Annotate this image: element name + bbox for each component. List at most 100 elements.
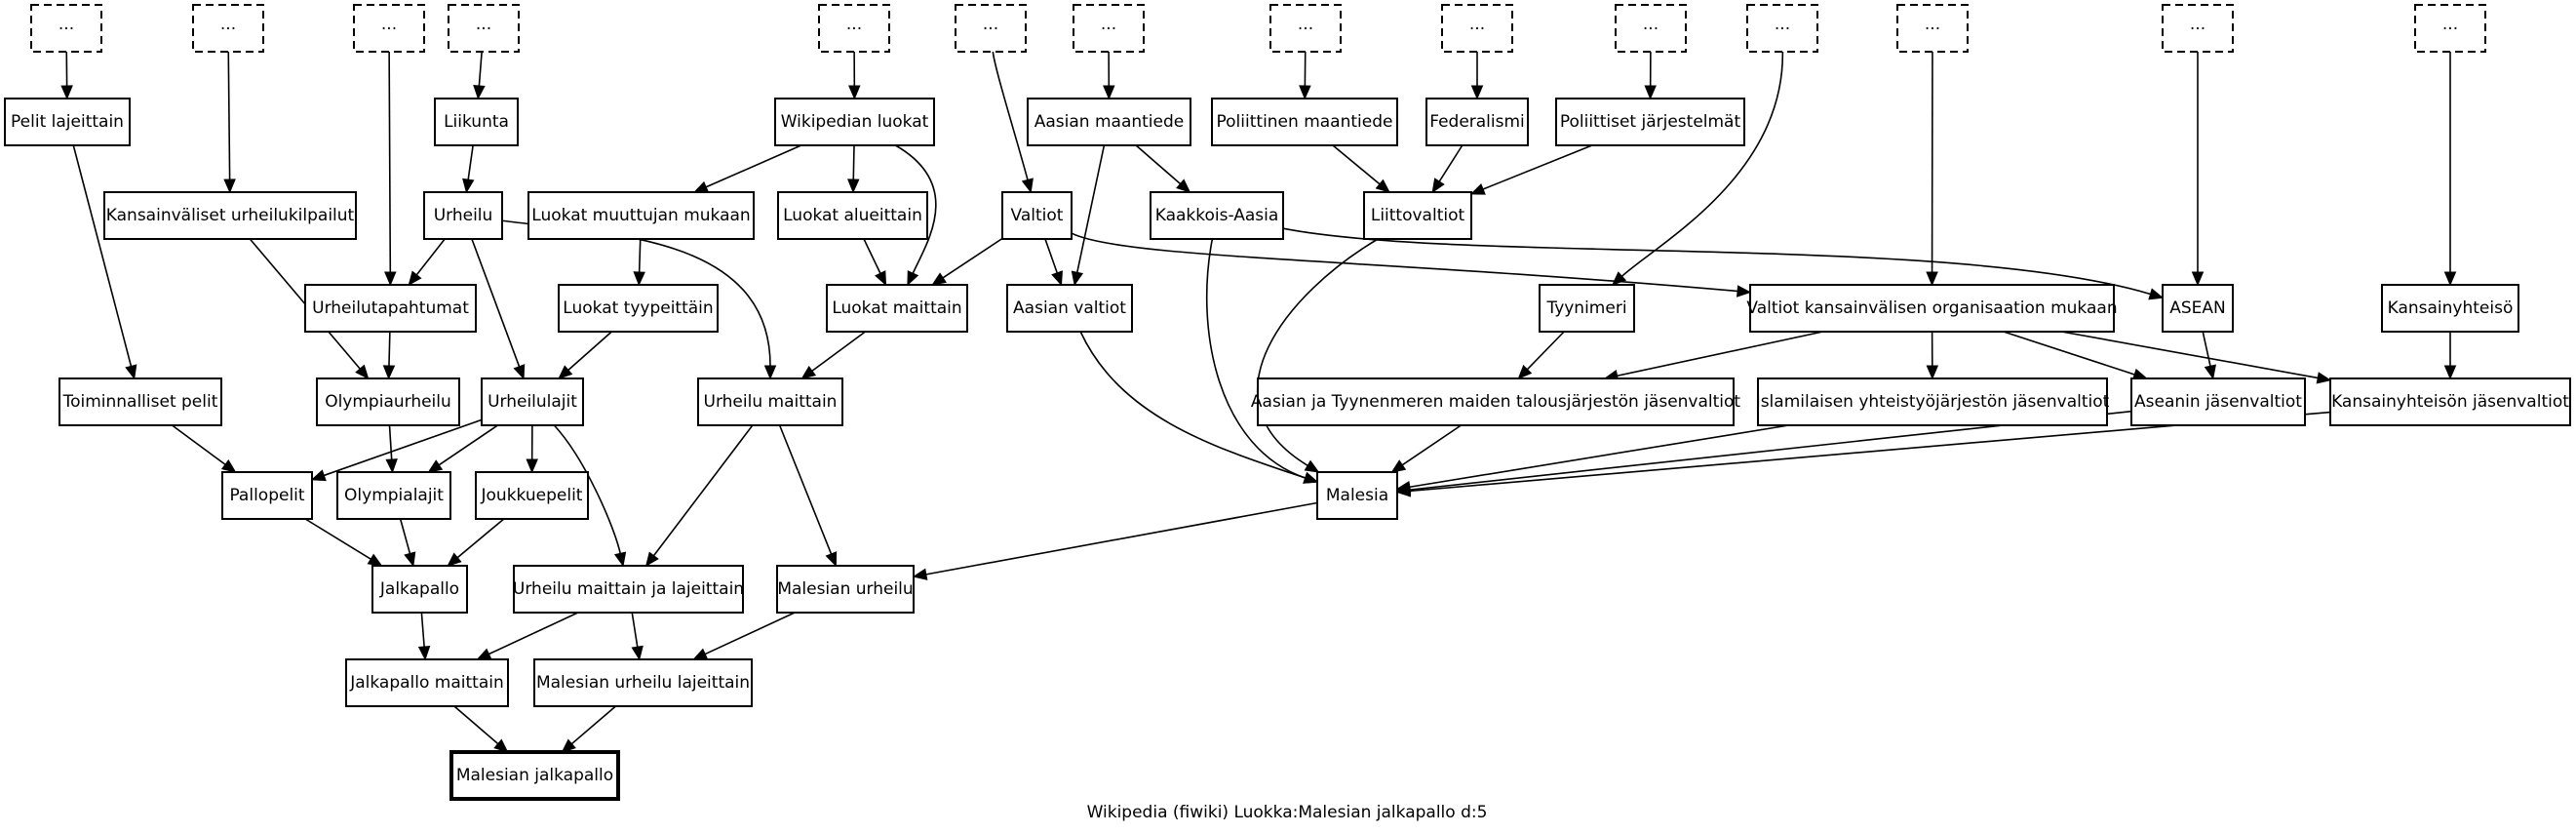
- node-label: ...: [2442, 15, 2458, 34]
- category-node: Aasian ja Tyynenmeren maiden talousjärje…: [1251, 377, 1741, 426]
- arrowhead: [382, 365, 396, 380]
- category-node: Urheilu maittain ja lajeittain: [513, 565, 744, 614]
- arrowhead: [847, 179, 860, 194]
- category-node: Urheilulajit: [481, 377, 584, 426]
- node-label: Urheilulajit: [488, 392, 577, 412]
- category-node: Pelit lajeittain: [4, 98, 131, 146]
- edge-line: [1482, 144, 1593, 190]
- edge-line: [388, 331, 391, 367]
- target-node: Malesian jalkapallo: [449, 750, 620, 801]
- arrowhead: [417, 646, 431, 661]
- arrowhead: [875, 270, 887, 287]
- node-box: [1073, 4, 1145, 53]
- edge-line: [488, 612, 579, 655]
- arrowhead: [558, 365, 573, 379]
- arrowhead: [2148, 288, 2165, 300]
- node-label: Jalkapallo: [379, 579, 459, 599]
- arrowhead: [1470, 85, 1484, 100]
- edge-line: [852, 144, 855, 180]
- arrowhead: [355, 364, 370, 379]
- node-box: [774, 98, 935, 146]
- category-node: Liikunta: [434, 98, 519, 146]
- node-label: Urheilu maittain ja lajeittain: [513, 579, 744, 599]
- node-box: [2414, 4, 2486, 53]
- node-box: [1555, 98, 1745, 146]
- arrowhead: [1176, 179, 1191, 193]
- node-label: Aasian ja Tyynenmeren maiden talousjärje…: [1251, 392, 1741, 412]
- arrowhead: [404, 551, 416, 568]
- elided-node: ...: [1896, 4, 1969, 53]
- node-box: [2381, 284, 2519, 333]
- edge-arrow: [408, 238, 446, 287]
- node-box: [1539, 284, 1635, 333]
- edge-arrow: [848, 51, 861, 100]
- edge-arrow: [778, 424, 838, 568]
- category-node: Luokat muuttujan mukaan: [527, 191, 755, 240]
- edge-arrow: [399, 518, 416, 568]
- edge-arrow: [526, 424, 538, 474]
- edge-line: [778, 424, 833, 555]
- edge-arrow: [1071, 144, 1106, 287]
- edge-arrow: [1282, 227, 2165, 300]
- arrowhead: [125, 364, 137, 380]
- arrowhead: [1390, 459, 1407, 473]
- node-box: [103, 191, 357, 240]
- edge-arrow: [561, 705, 616, 753]
- node-box: [1749, 284, 2115, 333]
- node-label: Luokat tyypeittäin: [563, 298, 713, 318]
- category-node: Jalkapallo: [371, 565, 468, 614]
- category-node: Aasian maantiede: [1027, 98, 1191, 146]
- category-node: Urheilutapahtumat: [304, 284, 477, 333]
- node-label: Malesian urheilu: [777, 579, 913, 599]
- node-box: [192, 4, 264, 53]
- category-node: Aseanin jäsenvaltiot: [2130, 377, 2306, 426]
- edge-arrow: [1603, 331, 1823, 382]
- node-label: ...: [983, 15, 998, 34]
- category-node: Jalkapallo maittain: [345, 658, 509, 707]
- category-node: Toiminnalliset pelit: [59, 377, 222, 426]
- elided-node: ...: [818, 4, 890, 53]
- edge-line: [1257, 238, 1379, 466]
- edge-arrow: [427, 424, 498, 473]
- edge-line: [705, 144, 802, 188]
- node-box: [2162, 284, 2234, 333]
- edge-arrow: [2202, 331, 2216, 380]
- arrowhead: [60, 85, 73, 100]
- edge-arrow: [2061, 331, 2332, 384]
- edge-line: [567, 331, 612, 371]
- graph-caption: Wikipedia (fiwiki) Luokka:Malesian jalka…: [1087, 803, 1488, 822]
- node-box: [777, 191, 928, 240]
- edge-arrow: [1257, 238, 1379, 473]
- edge-arrow: [631, 612, 644, 661]
- elided-node: ...: [1073, 4, 1145, 53]
- elided-node: ...: [1441, 4, 1513, 53]
- node-box: [345, 658, 509, 707]
- elided-node: ...: [2414, 4, 2486, 53]
- edge-line: [553, 424, 621, 554]
- arrowhead: [513, 364, 526, 380]
- node-label: Poliittinen maantiede: [1217, 112, 1393, 132]
- arrowhead: [1926, 271, 1938, 287]
- edge-line: [467, 144, 474, 180]
- node-label: ...: [1298, 15, 1313, 34]
- elided-node: ...: [1615, 4, 1687, 53]
- arrowhead: [1644, 85, 1657, 100]
- arrowhead: [473, 85, 486, 100]
- arrowhead: [800, 365, 817, 379]
- node-box: [2329, 377, 2571, 426]
- category-node: Liittovaltiot: [1363, 191, 1472, 240]
- elided-node: ...: [192, 4, 264, 53]
- node-box: [955, 4, 1027, 53]
- category-node: Malesian urheilu lajeittain: [533, 658, 753, 707]
- edge-line: [399, 518, 411, 554]
- node-label: ASEAN: [2169, 298, 2226, 318]
- arrowhead: [223, 179, 236, 194]
- node-label: Luokat maittain: [832, 298, 961, 318]
- category-node: Federalismi: [1425, 98, 1529, 146]
- edge-line: [323, 418, 483, 477]
- edge-arrow: [2443, 52, 2457, 287]
- arrowhead: [1299, 85, 1311, 100]
- node-label: Urheilutapahtumat: [312, 298, 469, 318]
- category-node: Wikipedian luokat: [774, 98, 935, 146]
- node-box: [558, 284, 719, 333]
